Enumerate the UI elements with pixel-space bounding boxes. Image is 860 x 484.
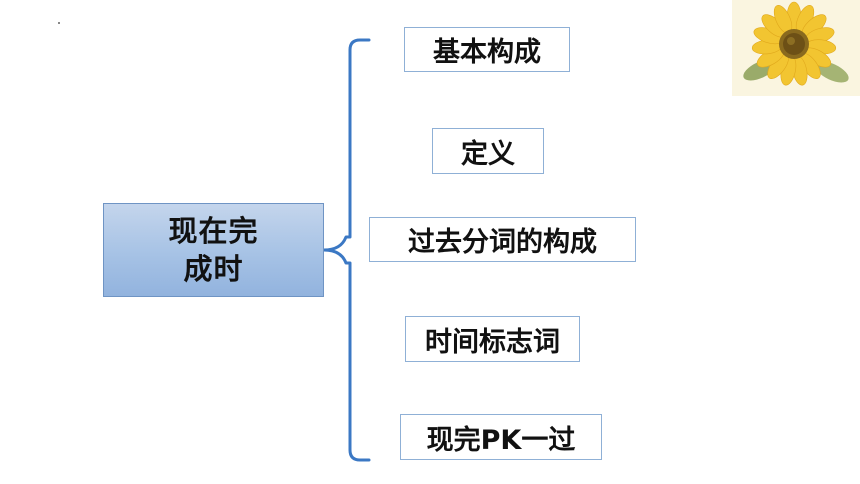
sunflower-image [732,0,860,96]
branch-node-comparison: 现完PK一过 [400,414,602,460]
root-title-line1: 现在完 [168,214,259,248]
branch-node-time-markers: 时间标志词 [405,316,580,362]
root-title-line2: 成时 [183,252,244,286]
sunflower-icon [732,0,860,96]
root-title: 现在完 成时 [168,212,258,288]
branch-node-past-participle: 过去分词的构成 [369,217,636,262]
root-node: 现在完 成时 [103,203,324,297]
stray-dot [58,22,60,24]
branch-node-definition: 定义 [432,128,544,174]
branch-node-basic-structure: 基本构成 [404,27,570,72]
